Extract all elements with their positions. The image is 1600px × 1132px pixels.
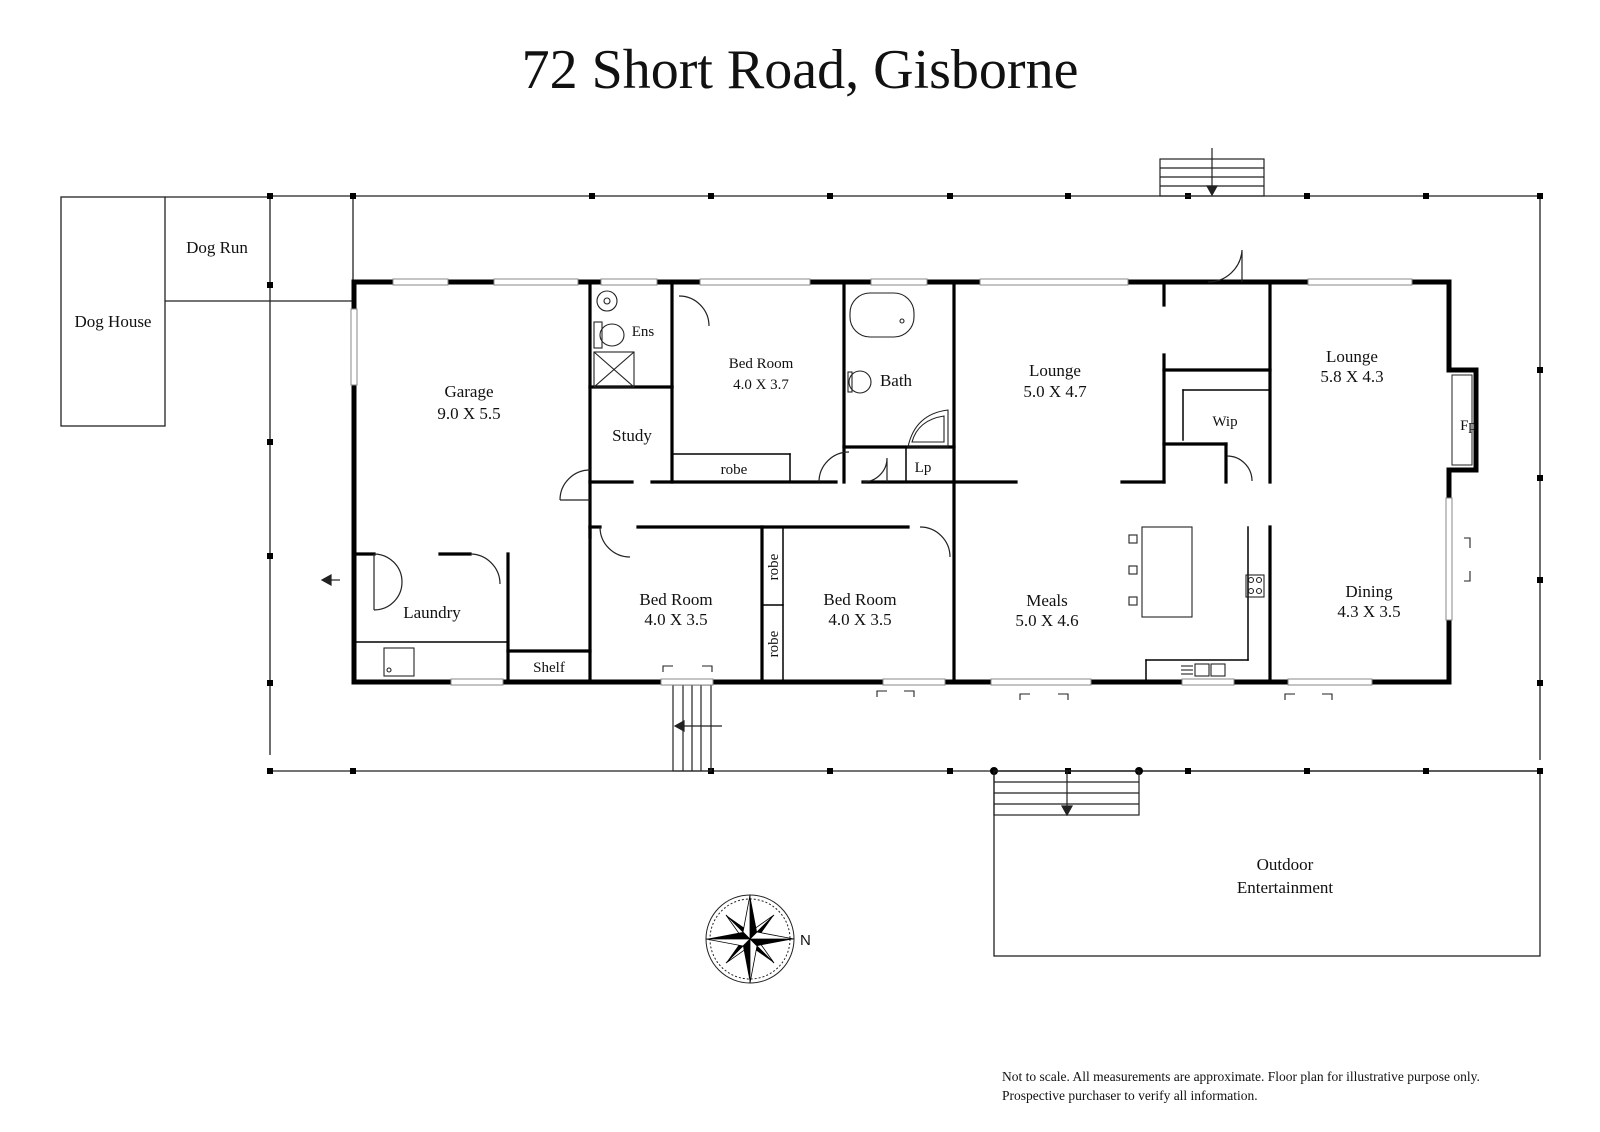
bedroom2-size: 4.0 X 3.5 <box>644 610 707 629</box>
disclaimer-line1: Not to scale. All measurements are appro… <box>1002 1069 1480 1084</box>
fireplace <box>1451 374 1473 466</box>
deck-post <box>827 193 833 199</box>
room-labels: Dog House Dog Run Garage 9.0 X 5.5 Laund… <box>75 238 1476 897</box>
bath-label: Bath <box>880 371 913 390</box>
deck-post <box>1185 768 1191 774</box>
lounge1-label: Lounge <box>1029 361 1081 380</box>
compass-rose-icon <box>705 894 795 984</box>
deck-post <box>350 193 356 199</box>
garage-size: 9.0 X 5.5 <box>437 404 500 423</box>
doors <box>320 249 1253 611</box>
laundry-label: Laundry <box>403 603 461 622</box>
interior-walls <box>352 280 1272 684</box>
lp-label: Lp <box>915 460 932 476</box>
deck-post <box>589 193 595 199</box>
front-steps <box>672 148 1265 817</box>
shelf-label: Shelf <box>533 660 565 676</box>
meals-size: 5.0 X 4.6 <box>1015 611 1078 630</box>
deck-post <box>1304 193 1310 199</box>
page-title: 72 Short Road, Gisborne <box>522 39 1079 101</box>
dining-label: Dining <box>1345 582 1393 601</box>
deck-post <box>267 282 273 288</box>
deck-post <box>267 193 273 199</box>
deck-post <box>267 680 273 686</box>
deck-post <box>1537 577 1543 583</box>
bedroom2-label: Bed Room <box>639 590 712 609</box>
deck-post <box>350 768 356 774</box>
deck-post <box>947 193 953 199</box>
deck-post <box>708 193 714 199</box>
deck-post <box>1423 193 1429 199</box>
deck-post <box>1537 680 1543 686</box>
deck-post <box>1304 768 1310 774</box>
robe3-label: robe <box>766 630 782 657</box>
outdoor-label-line2: Entertainment <box>1237 878 1334 897</box>
lounge2-size: 5.8 X 4.3 <box>1320 367 1383 386</box>
ens-label: Ens <box>632 324 655 340</box>
disclaimer-line2: Prospective purchaser to verify all info… <box>1002 1088 1258 1103</box>
deck-post <box>1537 367 1543 373</box>
meals-label: Meals <box>1026 591 1068 610</box>
bedroom1-size: 4.0 X 3.7 <box>733 377 789 393</box>
lounge2-label: Lounge <box>1326 347 1378 366</box>
outdoor-label-line1: Outdoor <box>1257 855 1314 874</box>
deck-post <box>267 439 273 445</box>
verandah-outline <box>60 195 1541 957</box>
deck-post <box>1537 475 1543 481</box>
deck-post <box>947 768 953 774</box>
exterior-walls <box>351 279 1479 685</box>
wip-label: Wip <box>1212 414 1237 430</box>
deck-post <box>1537 768 1543 774</box>
deck-post <box>267 553 273 559</box>
compass-north-label: N <box>800 932 811 949</box>
bedroom3-label: Bed Room <box>823 590 896 609</box>
deck-post <box>827 768 833 774</box>
windows <box>350 278 1453 686</box>
deck-post <box>1423 768 1429 774</box>
lounge1-size: 5.0 X 4.7 <box>1023 382 1087 401</box>
dog-run-label: Dog Run <box>186 238 248 257</box>
bedroom3-size: 4.0 X 3.5 <box>828 610 891 629</box>
fixtures <box>383 290 1471 700</box>
dog-house-label: Dog House <box>75 312 152 331</box>
deck-post <box>267 768 273 774</box>
robe1-label: robe <box>721 462 748 478</box>
deck-post <box>1537 193 1543 199</box>
bedroom1-label: Bed Room <box>729 356 794 372</box>
dining-size: 4.3 X 3.5 <box>1337 602 1400 621</box>
study-label: Study <box>612 426 652 445</box>
garage-label: Garage <box>444 382 493 401</box>
deck-post <box>1065 193 1071 199</box>
robe2-label: robe <box>766 553 782 580</box>
fp-label: Fp <box>1460 418 1476 434</box>
